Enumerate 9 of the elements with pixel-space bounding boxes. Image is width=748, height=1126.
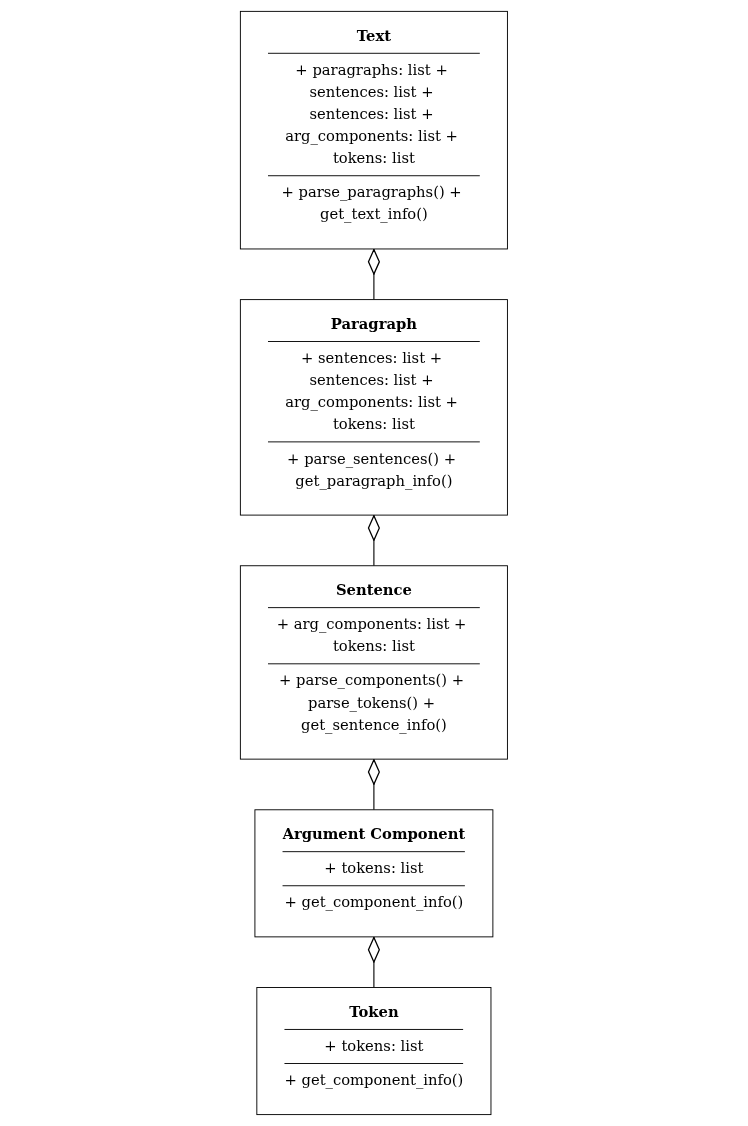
node-box: Paragraph + sentences: list + sentences: list + arg_components: list + tokens: list + parse_sentences() + get_paragraph_info() (240, 299, 508, 516)
connector (367, 758, 381, 811)
connector (367, 936, 381, 989)
connector (367, 248, 381, 301)
node-box: Sentence + arg_components: list + tokens: list + parse_components() + parse_tokens() + get_sentence_info() (240, 565, 508, 760)
node-box: Argument Component + tokens: list + get_component_info() (254, 809, 494, 938)
connector (367, 514, 381, 567)
node-box: Text + paragraphs: list + sentences: list + sentences: list + arg_components: list + tokens: list + parse_paragraphs() + get_text_info() (240, 10, 508, 250)
node-box: Token + tokens: list + get_component_info() (256, 987, 492, 1116)
